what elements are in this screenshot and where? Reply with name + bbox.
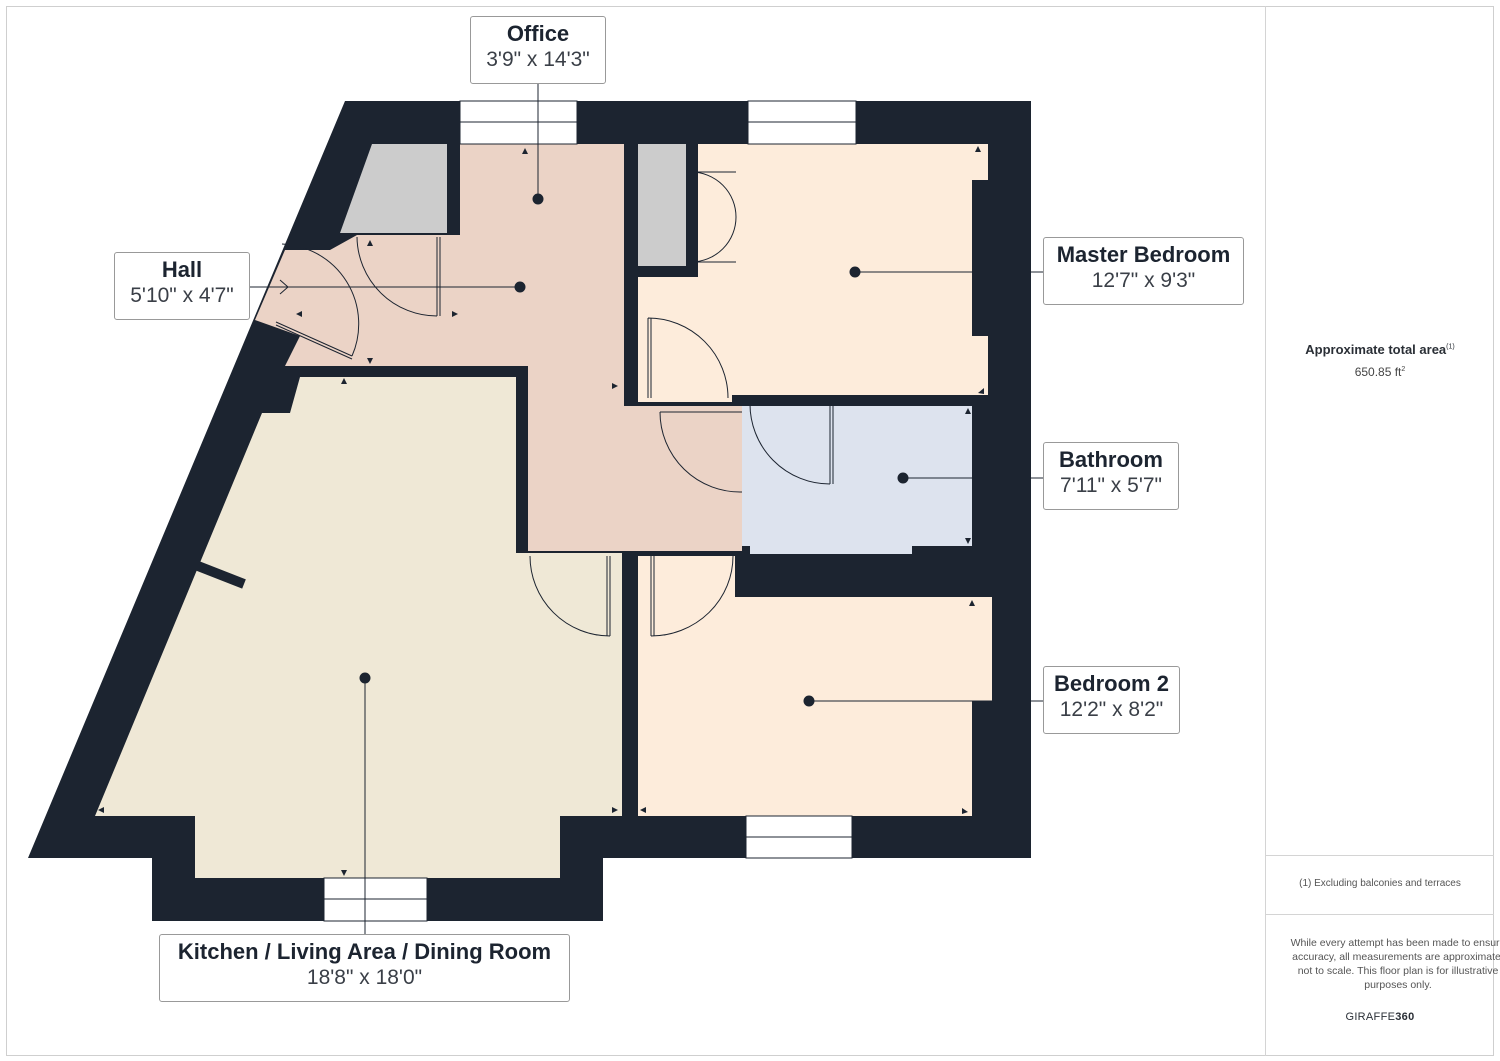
brand-logo: GIRAFFE360: [1266, 1011, 1494, 1023]
room-master-bedroom-floor: [638, 144, 988, 402]
page-frame: [6, 6, 1494, 1056]
brand-suffix: 360: [1395, 1011, 1415, 1023]
bedroom2-dims: 12'2" x 8'2": [1059, 698, 1164, 721]
label-bedroom2: Bedroom 2 12'2" x 8'2": [1043, 666, 1180, 734]
area-title-text: Approximate total area: [1305, 342, 1447, 357]
label-master-bedroom: Master Bedroom 12'7" x 9'3": [1043, 237, 1244, 305]
kitchen-name: Kitchen / Living Area / Dining Room: [177, 939, 552, 964]
sidebar-rule-bottom: [1266, 914, 1494, 915]
area-value-text: 650.85 ft: [1354, 365, 1402, 379]
sidebar-divider: [1265, 6, 1266, 1056]
label-kitchen: Kitchen / Living Area / Dining Room 18'8…: [159, 934, 570, 1002]
kitchen-dims: 18'8" x 18'0": [306, 966, 423, 989]
office-name: Office: [506, 21, 570, 46]
area-summary: Approximate total area(1) 650.85 ft2: [1266, 342, 1494, 379]
sidebar-rule-top: [1266, 855, 1494, 856]
master-bedroom-dims: 12'7" x 9'3": [1091, 269, 1196, 292]
bedroom2-name: Bedroom 2: [1054, 671, 1169, 696]
floor-plan: [28, 84, 1043, 934]
office-dims: 3'9" x 14'3": [486, 48, 590, 71]
label-hall: Hall 5'10" x 4'7": [114, 252, 250, 320]
hall-dims: 5'10" x 4'7": [130, 284, 234, 307]
area-footnote-mark: (1): [1446, 343, 1455, 351]
area-unit-sup: 2: [1401, 366, 1406, 373]
brand-prefix: GIRAFFE: [1345, 1011, 1396, 1023]
bathtub: [750, 546, 912, 554]
label-bathroom: Bathroom 7'11" x 5'7": [1043, 442, 1179, 510]
master-bedroom-name: Master Bedroom: [1056, 242, 1231, 267]
room-bathroom-floor: [742, 406, 972, 546]
bathroom-name: Bathroom: [1059, 447, 1163, 472]
label-office: Office 3'9" x 14'3": [470, 16, 606, 84]
measure-markers: [98, 146, 984, 876]
leader-lines: [250, 84, 1043, 934]
hall-name: Hall: [161, 257, 203, 282]
storage-cupboard-hall: [340, 144, 447, 233]
room-hall-office-floor: [255, 144, 742, 551]
room-bedroom2-floor: [638, 556, 992, 816]
area-title: Approximate total area(1): [1266, 342, 1494, 357]
bathroom-dims: 7'11" x 5'7": [1060, 474, 1162, 497]
storage-cupboard-bedroom: [638, 144, 686, 266]
windows: [323, 100, 857, 922]
area-footnote: (1) Excluding balconies and terraces: [1299, 878, 1461, 889]
doors: [275, 171, 834, 637]
disclaimer: While every attempt has been made to ens…: [1290, 937, 1500, 991]
wall-stub: [196, 561, 246, 589]
area-value: 650.85 ft2: [1266, 365, 1494, 379]
room-kitchen-floor: [95, 377, 622, 878]
